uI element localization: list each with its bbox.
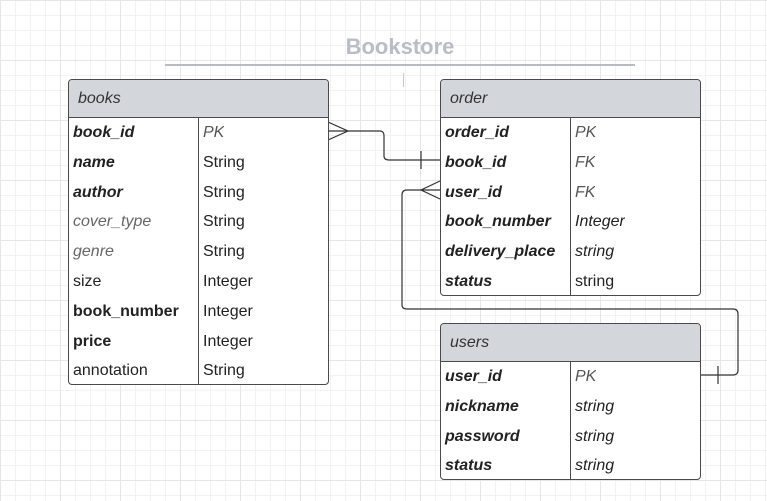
field-name: book_number	[69, 296, 199, 327]
field-type: String	[203, 183, 245, 201]
field-name: order_id	[441, 118, 571, 148]
crows-foot-order-side-icon	[419, 180, 441, 200]
field-name: genre	[69, 237, 199, 267]
field-name: user_id	[441, 362, 571, 392]
field-name: delivery_place	[441, 237, 571, 267]
field-type: string	[575, 272, 615, 290]
field-type: FK	[575, 183, 596, 201]
table-header-books: books	[69, 80, 328, 118]
field-name: price	[69, 326, 199, 357]
field-type: string	[575, 397, 615, 415]
field-type: Integer	[575, 213, 625, 231]
field-type: PK	[203, 124, 225, 141]
field-type: string	[575, 243, 615, 261]
field-type: PK	[575, 124, 597, 141]
field-name: password	[441, 421, 571, 452]
field-type: string	[575, 427, 615, 445]
field-name: size	[69, 266, 199, 297]
field-type: PK	[575, 368, 597, 385]
field-type: string	[575, 457, 615, 475]
title-underline	[165, 64, 635, 66]
table-header-order: order	[441, 80, 700, 118]
field-type: String	[203, 243, 245, 261]
field-name: book_id	[69, 118, 199, 148]
field-type: Integer	[203, 302, 253, 320]
connector-books-order	[328, 130, 440, 161]
diagram-title: Bookstore	[345, 34, 455, 59]
field-type: FK	[575, 153, 596, 171]
connector-order-users	[401, 189, 739, 376]
field-type: Integer	[203, 272, 253, 290]
field-name: author	[69, 177, 199, 208]
field-name: book_number	[441, 207, 571, 238]
title-tick-mark	[403, 73, 404, 87]
field-type: String	[203, 213, 245, 231]
field-name: nickname	[441, 391, 571, 422]
field-type: Integer	[203, 332, 253, 350]
field-name: user_id	[441, 177, 571, 208]
crows-foot-books-side-icon	[327, 121, 350, 141]
field-name: cover_type	[69, 207, 199, 238]
field-type: String	[203, 362, 245, 380]
field-name: book_id	[441, 147, 571, 178]
field-name: status	[441, 266, 571, 295]
table-header-users: users	[441, 324, 700, 362]
field-name: name	[69, 147, 199, 178]
field-name: annotation	[69, 356, 199, 384]
field-type: String	[203, 153, 245, 171]
field-name: status	[441, 451, 571, 479]
